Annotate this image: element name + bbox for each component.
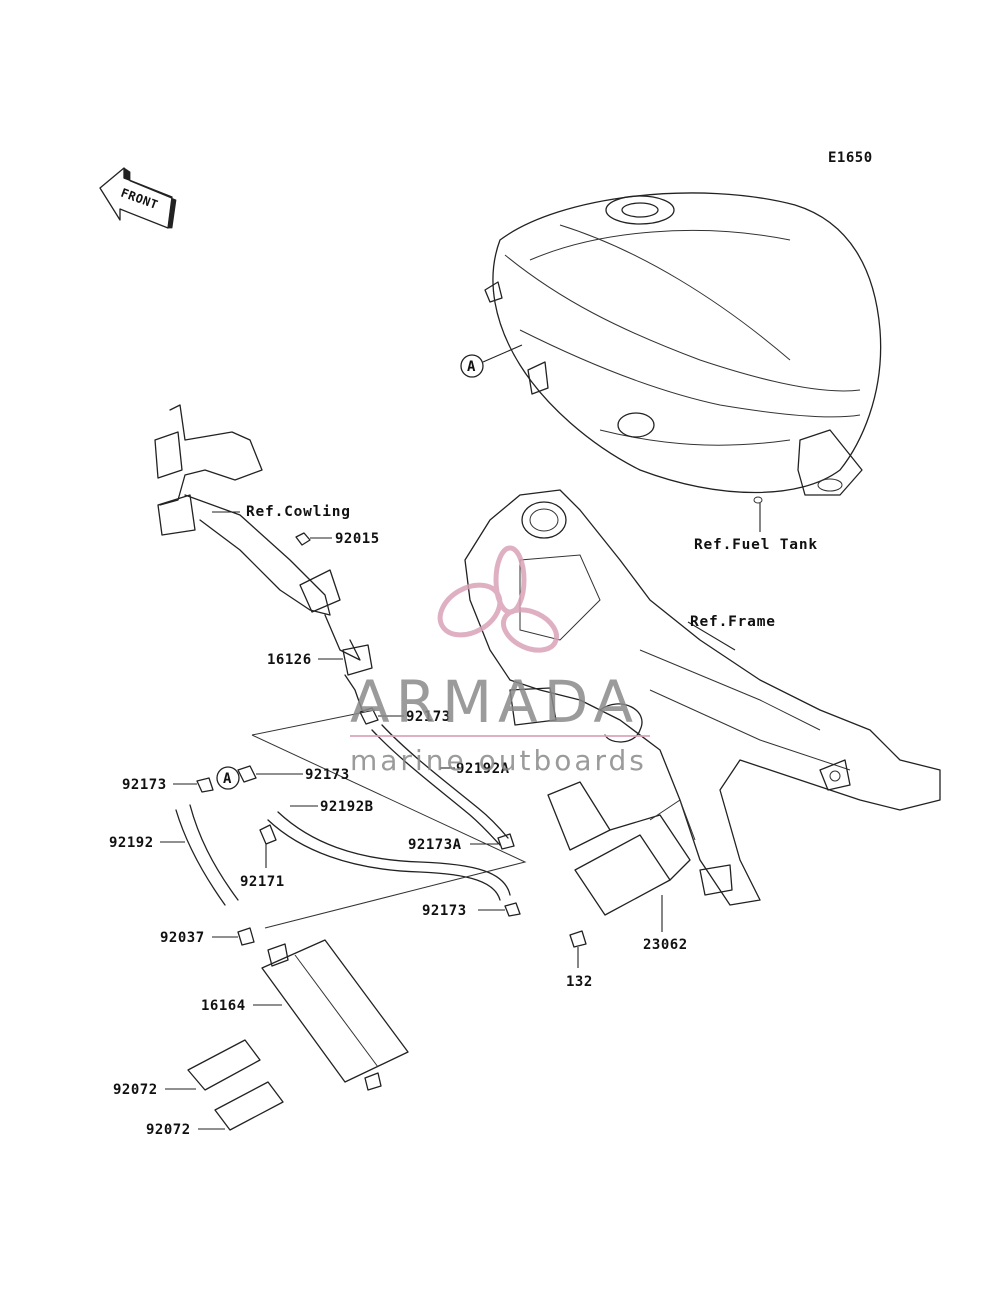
part-label-92192A: 92192A: [456, 761, 510, 777]
part-label-92173A: 92173A: [408, 837, 462, 853]
part-label-92173-mid: 92173: [305, 767, 350, 783]
part-92171-clip: [259, 824, 277, 868]
connection-marker-a-tank: A: [460, 344, 523, 378]
part-92072-band-a: [165, 1039, 261, 1091]
front-arrow-icon: FRONT: [99, 167, 177, 229]
part-label-92171: 92171: [240, 874, 285, 890]
part-label-92192: 92192: [109, 835, 154, 851]
propeller-logo-icon: [437, 545, 559, 653]
part-92192-hose: [160, 804, 239, 906]
part-label-132: 132: [566, 974, 593, 990]
frame-leader: [687, 621, 736, 651]
fuel-tank-drawing: [484, 192, 882, 532]
part-92072-band-b: [198, 1081, 284, 1131]
watermark-brand: ARMADA: [350, 668, 639, 736]
assembly-guide-lines: [251, 709, 527, 929]
ref-cowling-label: Ref.Cowling: [246, 504, 351, 520]
part-label-92015: 92015: [335, 531, 380, 547]
connection-marker-a-hose: [216, 766, 240, 790]
part-label-92192B: 92192B: [320, 799, 374, 815]
part-92173A-clamp: [470, 833, 515, 850]
part-label-23062: 23062: [643, 937, 688, 953]
part-16126-valve: [318, 644, 373, 711]
part-132-bolt: [569, 930, 587, 968]
part-label-92173-low: 92173: [422, 903, 467, 919]
part-92037-clip: [212, 927, 255, 946]
part-label-92173-top: 92173: [406, 709, 451, 725]
diagram-code: E1650: [828, 150, 873, 166]
part-23062-solenoid: [547, 781, 696, 932]
part-92173-clamp-mid: [237, 765, 303, 783]
frame-drawing: [464, 489, 941, 906]
marker-a-label: A: [467, 359, 476, 375]
ref-fuel-tank-label: Ref.Fuel Tank: [694, 537, 818, 553]
part-label-92072-a: 92072: [113, 1082, 158, 1098]
watermark-tagline: marine outboards: [350, 744, 647, 777]
part-92173-clamp-low: [478, 902, 521, 917]
part-92192B-hose: [267, 805, 511, 901]
part-92192A-hose: [371, 724, 509, 846]
part-92173-clamp-top: [359, 707, 404, 725]
part-92015-bolt: [295, 532, 332, 546]
cowling-bracket-drawing: [154, 404, 361, 661]
part-label-92173-left: 92173: [122, 777, 167, 793]
ref-frame-label: Ref.Frame: [690, 614, 776, 630]
watermark: ARMADA marine outboards: [350, 545, 650, 777]
marker-a-hose-label: A: [223, 771, 232, 787]
part-label-16126: 16126: [267, 652, 312, 668]
part-16164-canister: [253, 939, 409, 1091]
part-label-92037: 92037: [160, 930, 205, 946]
part-label-92072-b: 92072: [146, 1122, 191, 1138]
part-label-16164: 16164: [201, 998, 246, 1014]
part-92173-clamp-left: A: [173, 766, 240, 793]
